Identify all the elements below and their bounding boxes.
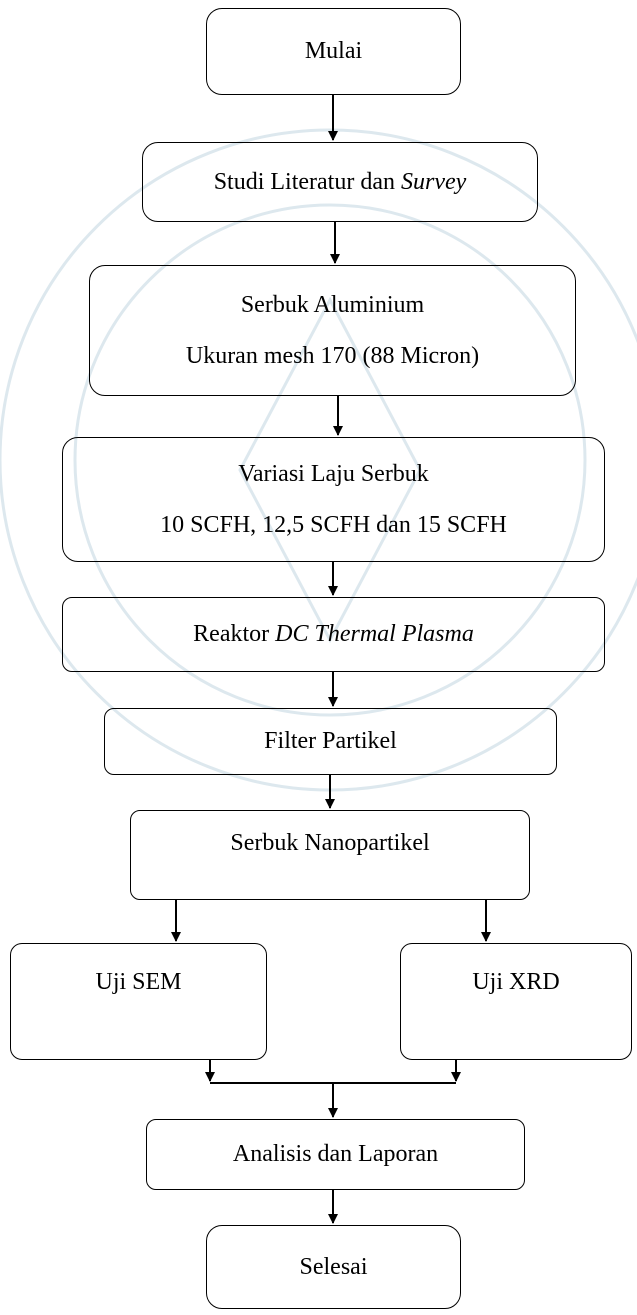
studi-literatur-text: Studi Literatur dan xyxy=(213,168,401,195)
serbuk-aluminium-size: Ukuran mesh 170 (88 Micron) xyxy=(185,342,480,369)
uji-sem-label: Uji SEM xyxy=(95,969,182,995)
variasi-laju-values: 10 SCFH, 12,5 SCFH dan 15 SCFH xyxy=(160,511,507,538)
selesai-label: Selesai xyxy=(299,1253,368,1280)
serbuk-aluminium-title: Serbuk Aluminium xyxy=(240,291,425,318)
reaktor-label: Reaktor DC Thermal Plasma xyxy=(193,620,474,649)
variasi-laju-title: Variasi Laju Serbuk xyxy=(238,460,429,487)
studi-literatur-box: Studi Literatur dan Survey xyxy=(142,142,538,222)
mulai-box: Mulai xyxy=(206,8,461,95)
serbuk-aluminium-box: Serbuk Aluminium Ukuran mesh 170 (88 Mic… xyxy=(89,265,576,396)
mulai-label: Mulai xyxy=(304,38,363,65)
studi-literatur-survey: Survey xyxy=(401,168,467,195)
filter-partikel-label: Filter Partikel xyxy=(264,728,397,755)
uji-xrd-box: Uji XRD xyxy=(400,943,632,1060)
filter-partikel-box: Filter Partikel xyxy=(104,708,557,775)
studi-literatur-label: Studi Literatur dan Survey xyxy=(214,168,467,197)
serbuk-nanopartikel-box: Serbuk Nanopartikel xyxy=(130,810,530,900)
variasi-laju-box: Variasi Laju Serbuk 10 SCFH, 12,5 SCFH d… xyxy=(62,437,605,562)
analisis-laporan-label: Analisis dan Laporan xyxy=(232,1141,439,1168)
selesai-box: Selesai xyxy=(206,1225,461,1309)
uji-sem-box: Uji SEM xyxy=(10,943,267,1060)
reaktor-dc-thermal-plasma: DC Thermal Plasma xyxy=(275,621,474,648)
reaktor-box: Reaktor DC Thermal Plasma xyxy=(62,597,605,672)
watermark-emblem xyxy=(238,296,422,644)
uji-xrd-label: Uji XRD xyxy=(472,969,560,995)
analisis-laporan-box: Analisis dan Laporan xyxy=(146,1119,525,1190)
watermark-inner-ring xyxy=(73,203,587,717)
reaktor-text: Reaktor xyxy=(193,621,276,648)
serbuk-nanopartikel-label: Serbuk Nanopartikel xyxy=(230,830,430,856)
